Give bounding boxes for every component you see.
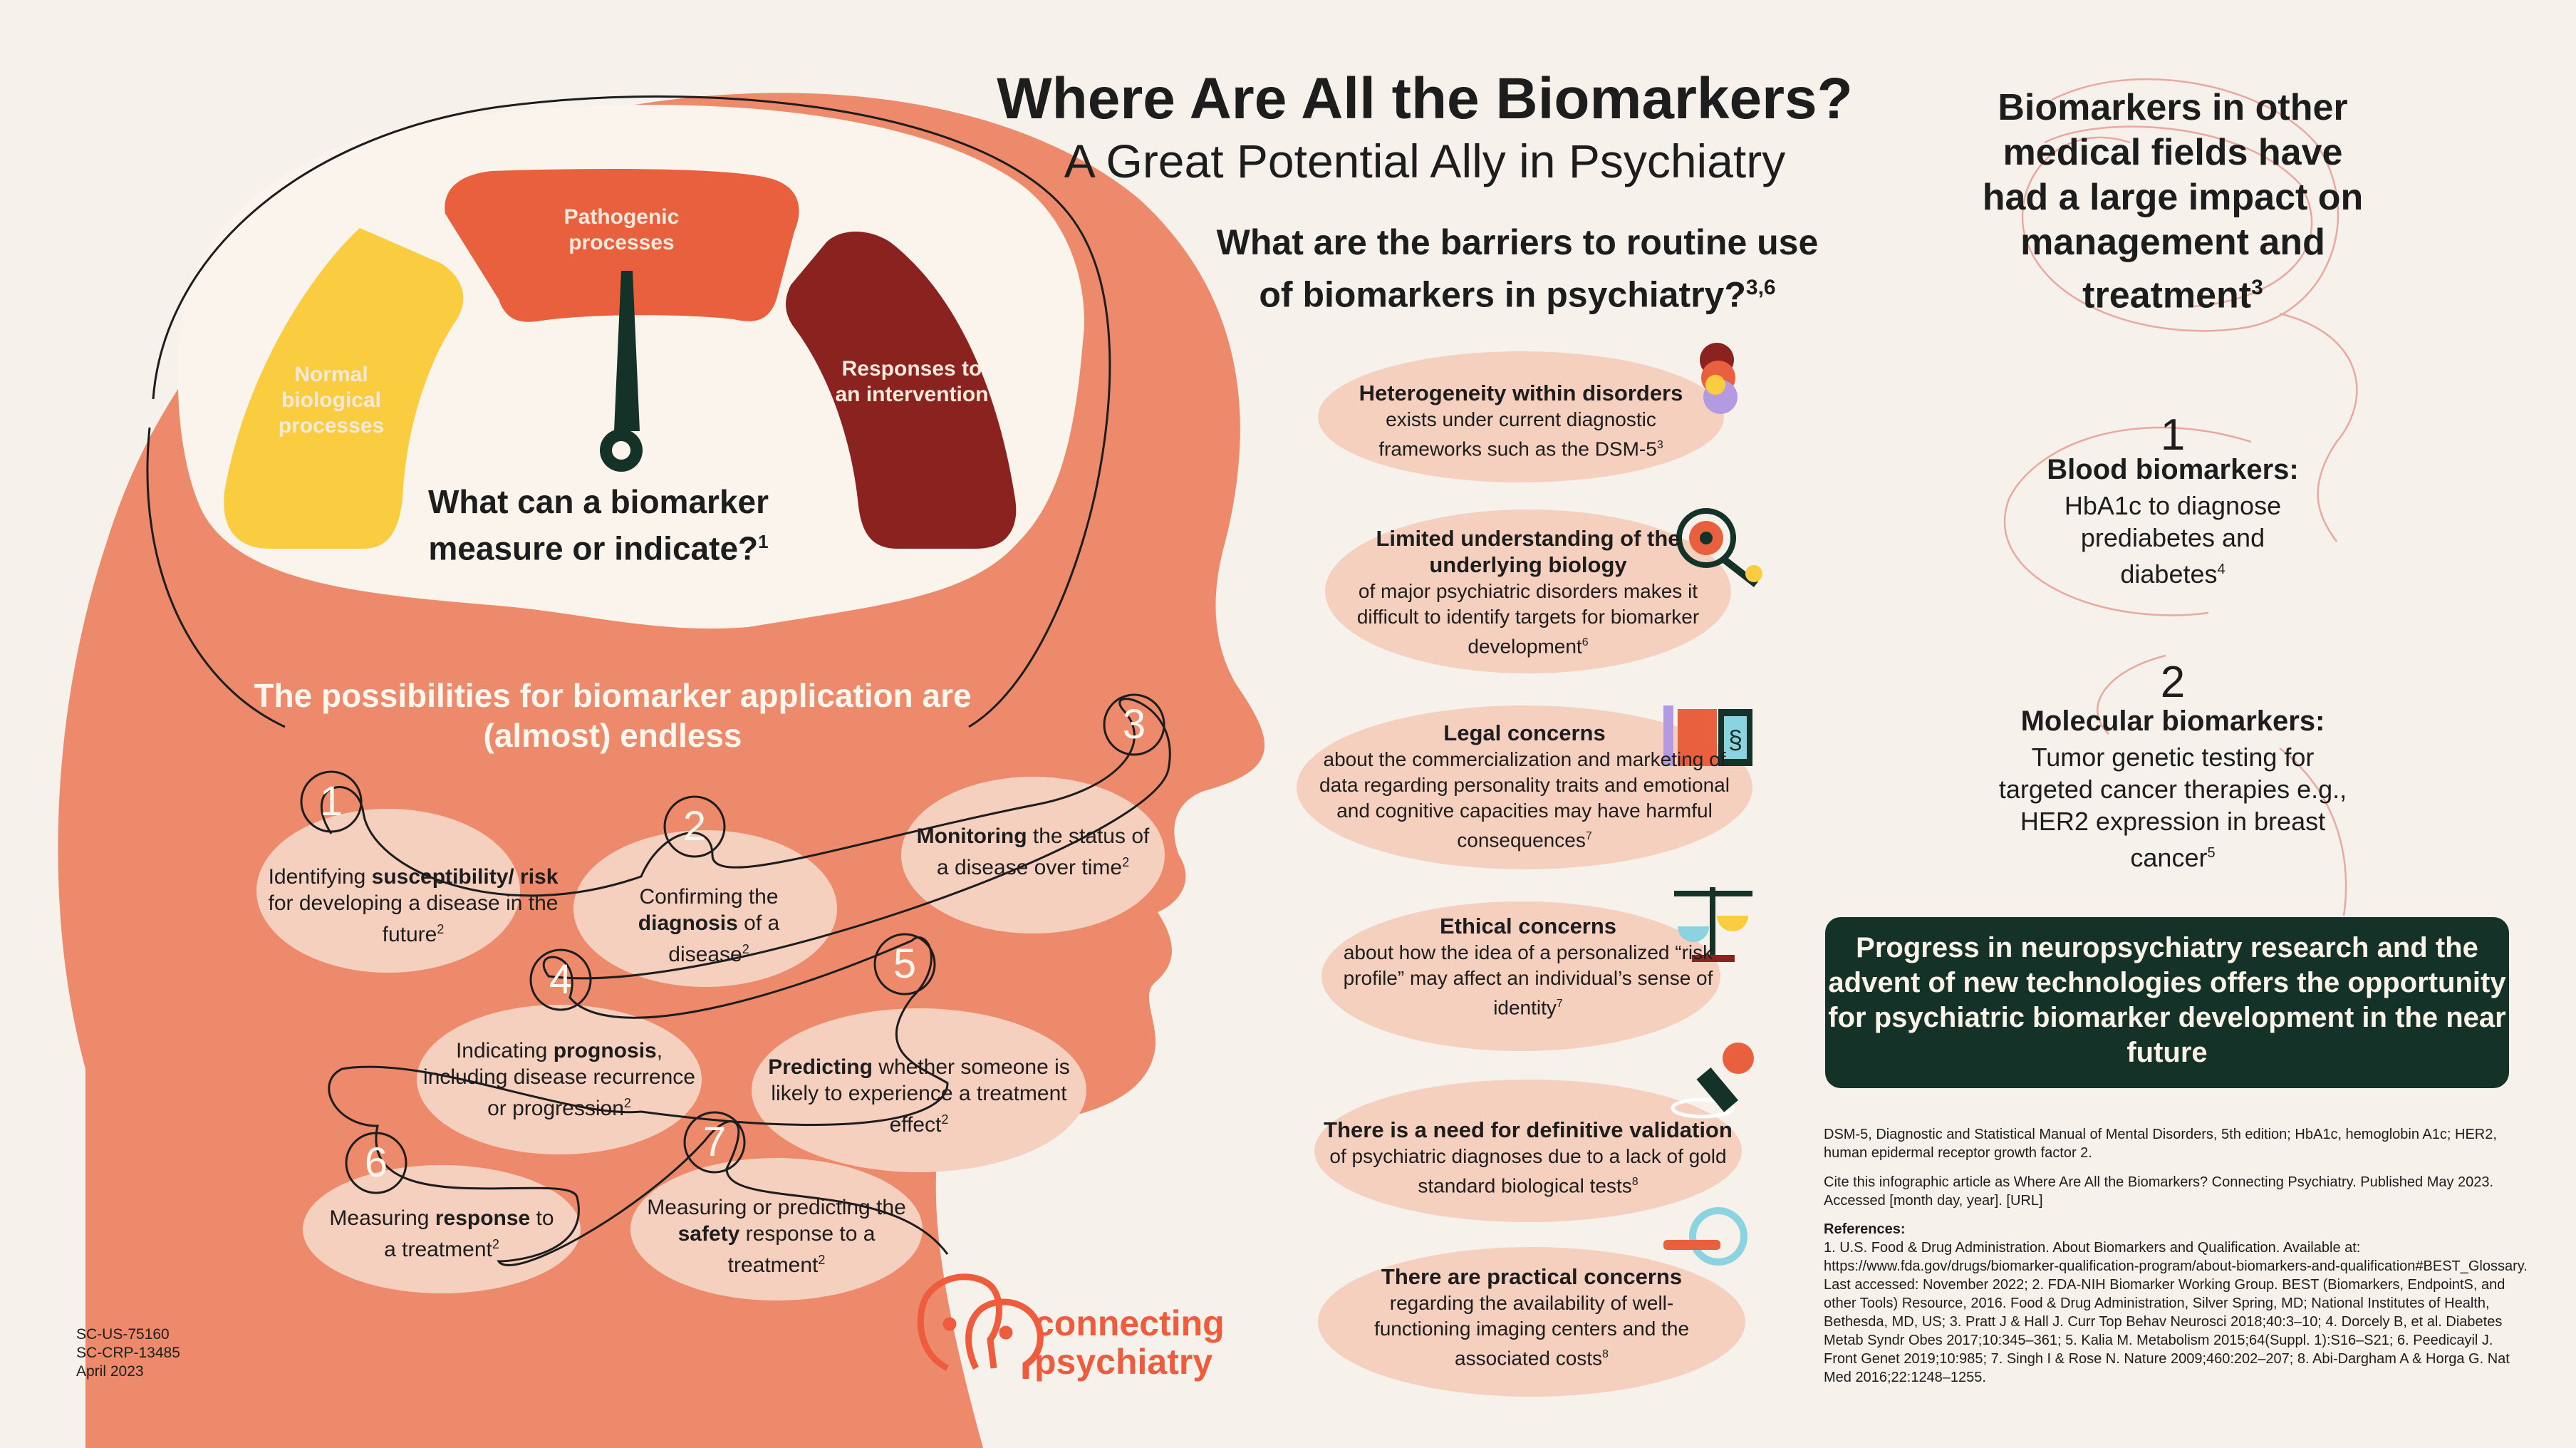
molecular-text: Tumor genetic testing for targeted cance… (1998, 743, 2347, 872)
blood-title: Blood biomarkers: (2047, 454, 2299, 485)
blood-number: 1 (2160, 410, 2186, 460)
scanner-icon (1663, 1207, 1747, 1266)
abbreviations: DSM-5, Diagnostic and Statistical Manual… (1824, 1127, 2497, 1161)
stamp-icon (1671, 1043, 1754, 1119)
right-heading: Biomarkers in other medical fields have … (1982, 87, 2364, 316)
brand-line-2: psychiatry (1034, 1342, 1213, 1382)
blood-text: HbA1c to diagnose prediabetes and diabet… (2064, 491, 2282, 589)
page-subtitle: A Great Potential Ally in Psychiatry (1064, 135, 1786, 187)
application-6: Measuring response to a treatment2 (329, 1206, 554, 1261)
possibilities-heading: The possibilities for biomarker applicat… (254, 677, 972, 754)
progress-text: Progress in neuropsychiatry research and… (1828, 932, 2506, 1068)
two-heads-logo-icon (917, 1273, 1044, 1379)
gauge-responses-segment (786, 232, 1017, 549)
doc-code-1: SC-US-75160 (76, 1326, 170, 1343)
scales-icon (1674, 887, 1752, 962)
barrier-blobs (1297, 351, 1752, 1397)
application-2: Confirming the diagnosis of a disease2 (638, 885, 780, 966)
brand-line-1: connecting (1034, 1303, 1225, 1343)
doc-code-2: SC-CRP-13485 (76, 1345, 180, 1361)
references-list: 1. U.S. Food & Drug Administration. Abou… (1824, 1240, 2528, 1385)
application-path-line (321, 698, 1171, 1266)
gauge-question: What can a biomarker measure or indicate… (427, 483, 769, 567)
doodle-lines (2003, 78, 2358, 916)
app-number-6: 6 (364, 1139, 388, 1186)
progress-box (1825, 917, 2509, 1088)
magnifier-cell-icon (1676, 508, 1762, 587)
application-4: Indicating prognosis, including disease … (423, 1039, 695, 1120)
head-contour-line (152, 95, 1111, 728)
head-contour-line-inner (146, 427, 286, 728)
gauge-label-pathogenic: Pathogenic processes (564, 205, 680, 254)
page-title: Where Are All the Biomarkers? (997, 66, 1853, 131)
barriers-question: What are the barriers to routine use of … (1216, 222, 1819, 315)
law-book-icon: § (1663, 705, 1752, 766)
gauge-label-responses: Responses to an intervention (835, 357, 989, 406)
app-number-7: 7 (702, 1119, 727, 1165)
app-number-4: 4 (549, 956, 573, 1003)
barrier-validation: There is a need for definitive validatio… (1324, 1117, 1733, 1197)
layered-circles-icon (1700, 343, 1738, 414)
application-3: Monitoring the status of a disease over … (916, 824, 1150, 879)
application-7: Measuring or predicting the safety respo… (647, 1196, 906, 1277)
citation: Cite this infographic article as Where A… (1824, 1174, 2494, 1209)
application-1: Identifying susceptibility/ risk for dev… (268, 865, 559, 946)
references-label: References: (1824, 1221, 1906, 1237)
gauge-normal-segment (224, 228, 464, 549)
application-5: Predicting whether someone is likely to … (768, 1055, 1070, 1137)
app-number-1: 1 (319, 778, 343, 824)
gauge-needle (614, 271, 640, 431)
gauge-pathogenic-segment (445, 169, 799, 322)
application-blobs (256, 777, 1165, 1300)
svg-text:§: § (1728, 725, 1743, 754)
molecular-title: Molecular biomarkers: (2020, 705, 2325, 737)
molecular-number: 2 (2160, 658, 2186, 707)
app-number-5: 5 (893, 941, 917, 987)
number-circles (300, 693, 1165, 1194)
gauge-label-normal: Normal biological processes (278, 363, 385, 438)
app-number-3: 3 (1122, 701, 1146, 748)
doc-date: April 2023 (76, 1363, 144, 1380)
app-number-2: 2 (682, 803, 707, 849)
barrier-limited-understanding: Limited understanding of the underlying … (1356, 526, 1700, 658)
